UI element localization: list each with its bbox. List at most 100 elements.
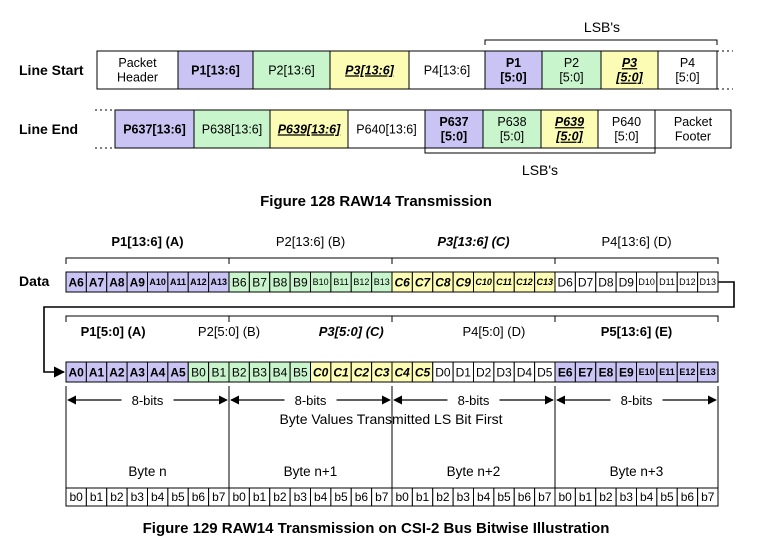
bit-cell-label: A3: [130, 366, 146, 380]
bit-index-label: b7: [212, 490, 226, 504]
bit-index-label: b5: [660, 490, 674, 504]
bit-cell-label: D6: [558, 276, 574, 290]
byte-name: Byte n: [128, 464, 166, 479]
bit-index-label: b0: [396, 490, 410, 504]
line-end-row: P637[13:6]P638[13:6]P639[13:6]P640[13:6]…: [95, 109, 732, 149]
byte-name: Byte n+1: [284, 464, 338, 479]
bit-cell-label: E8: [599, 366, 614, 380]
bit-cell-label: C12: [516, 277, 533, 287]
bit-cell-label: C11: [496, 277, 512, 287]
pixel-header: P2[13:6] (B): [276, 234, 345, 249]
packet-cell-label: Packet: [674, 115, 713, 129]
width-label: 8-bits: [458, 393, 490, 408]
packet-cell-label: [5:0]: [614, 130, 638, 144]
packet-cell-label: [5:0]: [615, 71, 643, 85]
packet-cell-label: Packet: [118, 56, 157, 70]
bit-cell-label: E10: [639, 367, 655, 377]
bit-index-label: b3: [620, 490, 634, 504]
packet-cell-label: P1[13:6]: [191, 63, 240, 77]
bit-cell-label: A12: [190, 277, 207, 287]
byte-name: Byte n+3: [610, 464, 664, 479]
bit-cell-label: D12: [679, 277, 696, 287]
figure-129-caption: Figure 129 RAW14 Transmission on CSI-2 B…: [143, 520, 610, 537]
bit-cell-label: E12: [679, 367, 695, 377]
bit-cell-label: E13: [700, 367, 716, 377]
packet-cell-label: [5:0]: [500, 71, 526, 85]
bit-cell-label: C2: [354, 366, 370, 380]
bit-cell-label: A8: [109, 276, 125, 290]
bit-index-label: b7: [538, 490, 552, 504]
pixel-span-bracket: [65, 257, 230, 264]
bit-cell-label: D0: [435, 366, 451, 380]
packet-cell: [177, 50, 254, 90]
bit-index-label: b2: [436, 490, 450, 504]
packet-cell-label: P638[13:6]: [202, 122, 262, 136]
pixel-header: P5[13:6] (E): [601, 324, 673, 339]
packet-cell: [408, 50, 486, 90]
bit-cell-label: B8: [273, 276, 288, 290]
bit-index-label: b1: [90, 490, 104, 504]
bit-index-label: b4: [151, 490, 165, 504]
bit-cell: [697, 361, 719, 383]
packet-cell-label: [5:0]: [500, 130, 524, 144]
bit-index-label: b3: [457, 490, 471, 504]
packet-cell: [654, 109, 732, 149]
bit-index-label: b5: [497, 490, 511, 504]
bit-cell-label: D5: [537, 366, 553, 380]
packet-cell: [597, 109, 656, 149]
packet-cell-label: P2: [564, 56, 579, 70]
bit-cell-label: B13: [374, 277, 390, 287]
bit-index-label: b0: [233, 490, 247, 504]
bit-cell-label: D2: [476, 366, 492, 380]
bit-index-label: b2: [599, 490, 613, 504]
pixel-header: P1[13:6] (A): [111, 234, 183, 249]
wrap-arrow: [43, 281, 735, 378]
bit-cell-label: B7: [252, 276, 267, 290]
line-start-row: PacketHeaderP1[13:6]P2[13:6]P3[13:6]P4[1…: [96, 50, 733, 90]
bit-index-label: b4: [477, 490, 491, 504]
row1-headers: P1[13:6] (A)P2[13:6] (B)P3[13:6] (C)P4[1…: [65, 234, 719, 264]
bit-cell-label: B11: [333, 277, 348, 287]
packet-cell-label: [5:0]: [555, 130, 583, 144]
bit-cell-label: D8: [598, 276, 614, 290]
bit-cell-label: C9: [456, 276, 472, 290]
pixel-span-bracket: [228, 257, 393, 264]
packet-cell: [484, 50, 543, 90]
bit-index-label: b1: [416, 490, 430, 504]
row2-headers: P1[5:0] (A)P2[5:0] (B)P3[5:0] (C)P4[5:0]…: [65, 315, 719, 339]
packet-cell: [114, 109, 195, 149]
bit-index-label: b6: [355, 490, 369, 504]
bit-cell-label: E9: [619, 366, 634, 380]
bit-index-label: b1: [579, 490, 593, 504]
packet-cell-label: P637[13:6]: [123, 122, 186, 136]
byte-names: Byte n Byte n+1 Byte n+2 Byte n+3: [128, 464, 663, 479]
width-label: 8-bits: [295, 393, 327, 408]
packet-cell-label: Footer: [675, 130, 711, 144]
packet-cell: [657, 50, 718, 90]
lsb-top-label: LSB's: [584, 19, 620, 35]
byte-name: Byte n+2: [447, 464, 501, 479]
byte-span-bracket: [554, 315, 719, 322]
bit-cell-label: A11: [170, 277, 186, 287]
packet-cell-label: P4[13:6]: [424, 63, 471, 77]
bit-cell-label: A2: [109, 366, 125, 380]
lsb-bottom-bracket: [424, 148, 656, 154]
bit-index-label: b6: [192, 490, 206, 504]
packet-cell: [541, 50, 602, 90]
packet-cell-label: P1: [506, 56, 521, 70]
pixel-span-bracket: [391, 257, 556, 264]
pixel-header: P4[5:0] (D): [462, 324, 525, 339]
bit-cell-label: D3: [496, 366, 512, 380]
bit-cell-label: C8: [435, 276, 451, 290]
bit-index-label: b3: [131, 490, 145, 504]
width-label: 8-bits: [621, 393, 653, 408]
figure-128: LSB's Line Start PacketHeaderP1[13:6]P2[…: [19, 19, 733, 210]
packet-cell-label: [5:0]: [675, 71, 699, 85]
packet-cell-label: P639[13:6]: [278, 122, 341, 136]
line-start-label: Line Start: [19, 62, 84, 78]
